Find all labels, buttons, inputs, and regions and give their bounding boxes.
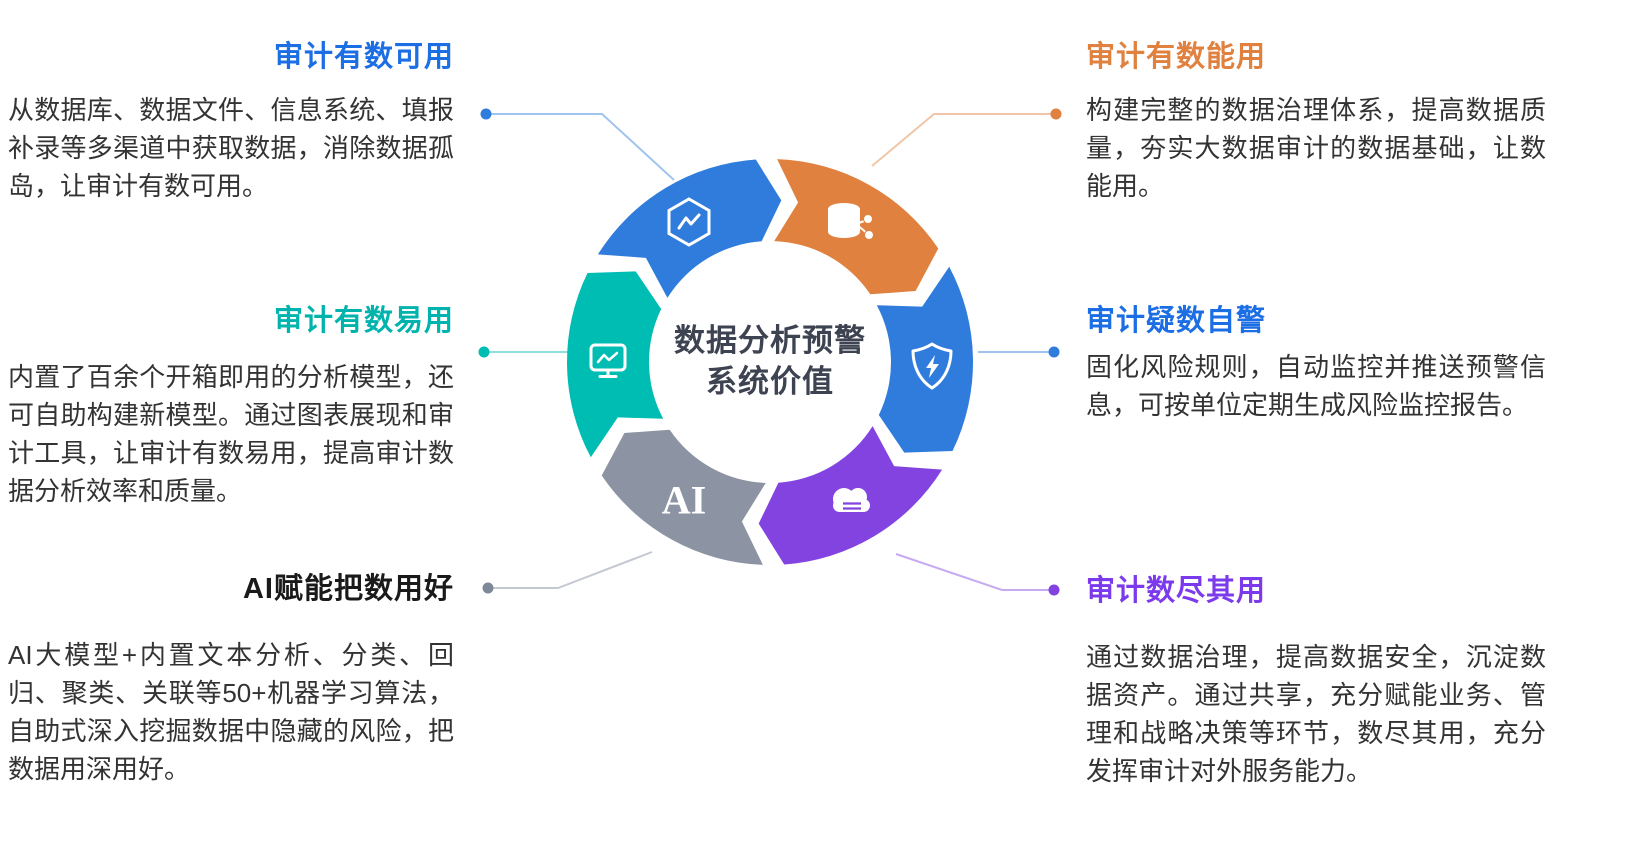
ai-label: AI — [662, 478, 706, 523]
section-mid-right-title: 审计疑数自警 — [1086, 305, 1267, 337]
connector-top-left — [486, 113, 675, 181]
section-top-right: 审计有数能用 构建完整的数据治理体系，提高数据质量，夯实大数据审计的数据基础，让… — [1086, 40, 1546, 205]
section-bottom-left: AI赋能把数用好 AI大模型+内置文本分析、分类、回归、聚类、关联等50+机器学… — [8, 572, 454, 788]
section-top-left: 审计有数可用 从数据库、数据文件、信息系统、填报补录等多渠道中获取数据，消除数据… — [8, 40, 454, 205]
section-mid-left: 审计有数易用 内置了百余个开箱即用的分析模型，还可自助构建新模型。通过图表展现和… — [8, 304, 454, 510]
section-bottom-right-title: 审计数尽其用 — [1086, 575, 1267, 607]
section-bottom-left-title: AI赋能把数用好 — [242, 573, 454, 605]
section-mid-left-body: 内置了百余个开箱即用的分析模型，还可自助构建新模型。通过图表展现和审计工具，让审… — [8, 362, 454, 506]
section-top-right-title: 审计有数能用 — [1086, 41, 1267, 73]
connector-dot-bottom-left — [482, 582, 494, 594]
ring-segment-risk-warning — [876, 266, 974, 453]
connector-top-right — [871, 113, 1056, 167]
connector-dot-top-right — [1050, 108, 1062, 120]
connector-dot-mid-right — [1048, 346, 1060, 358]
ring-segment-analysis-models — [566, 271, 664, 458]
section-top-left-title: 审计有数可用 — [273, 41, 454, 73]
hexagon-chart-icon — [667, 197, 711, 247]
section-top-left-body: 从数据库、数据文件、信息系统、填报补录等多渠道中获取数据，消除数据孤岛，让审计有… — [8, 95, 454, 201]
cloud-icon — [833, 488, 870, 512]
connector-bottom-left — [488, 551, 653, 589]
ring-segment-ai — [601, 429, 766, 565]
center-title-line2: 系统价值 — [706, 364, 834, 399]
section-bottom-right: 审计数尽其用 通过数据治理，提高数据安全，沉淀数据资产。通过共享，充分赋能业务、… — [1086, 574, 1546, 790]
ring-segment-data-acquisition — [597, 159, 782, 298]
connector-dot-bottom-right — [1048, 584, 1060, 596]
section-mid-right-body: 固化风险规则，自动监控并推送预警信息，可按单位定期生成风险监控报告。 — [1086, 352, 1546, 420]
connector-dot-mid-left — [478, 346, 490, 358]
shield-lightning-icon — [911, 342, 953, 390]
center-title-line1: 数据分析预警 — [674, 323, 866, 358]
connector-bottom-right — [895, 553, 1054, 591]
section-bottom-right-body: 通过数据治理，提高数据安全，沉淀数据资产。通过共享，充分赋能业务、管理和战略决策… — [1086, 642, 1546, 786]
section-top-right-body: 构建完整的数据治理体系，提高数据质量，夯实大数据审计的数据基础，让数能用。 — [1086, 95, 1546, 201]
connector-dot-top-left — [480, 108, 492, 120]
section-bottom-left-body: AI大模型+内置文本分析、分类、回归、聚类、关联等50+机器学习算法，自助式深入… — [8, 640, 454, 784]
database-icon — [828, 203, 874, 240]
section-mid-left-title: 审计有数易用 — [273, 305, 454, 337]
center-title: 数据分析预警 系统价值 — [620, 320, 920, 402]
monitor-chart-icon — [589, 343, 627, 378]
section-mid-right: 审计疑数自警 固化风险规则，自动监控并推送预警信息，可按单位定期生成风险监控报告… — [1086, 304, 1546, 424]
